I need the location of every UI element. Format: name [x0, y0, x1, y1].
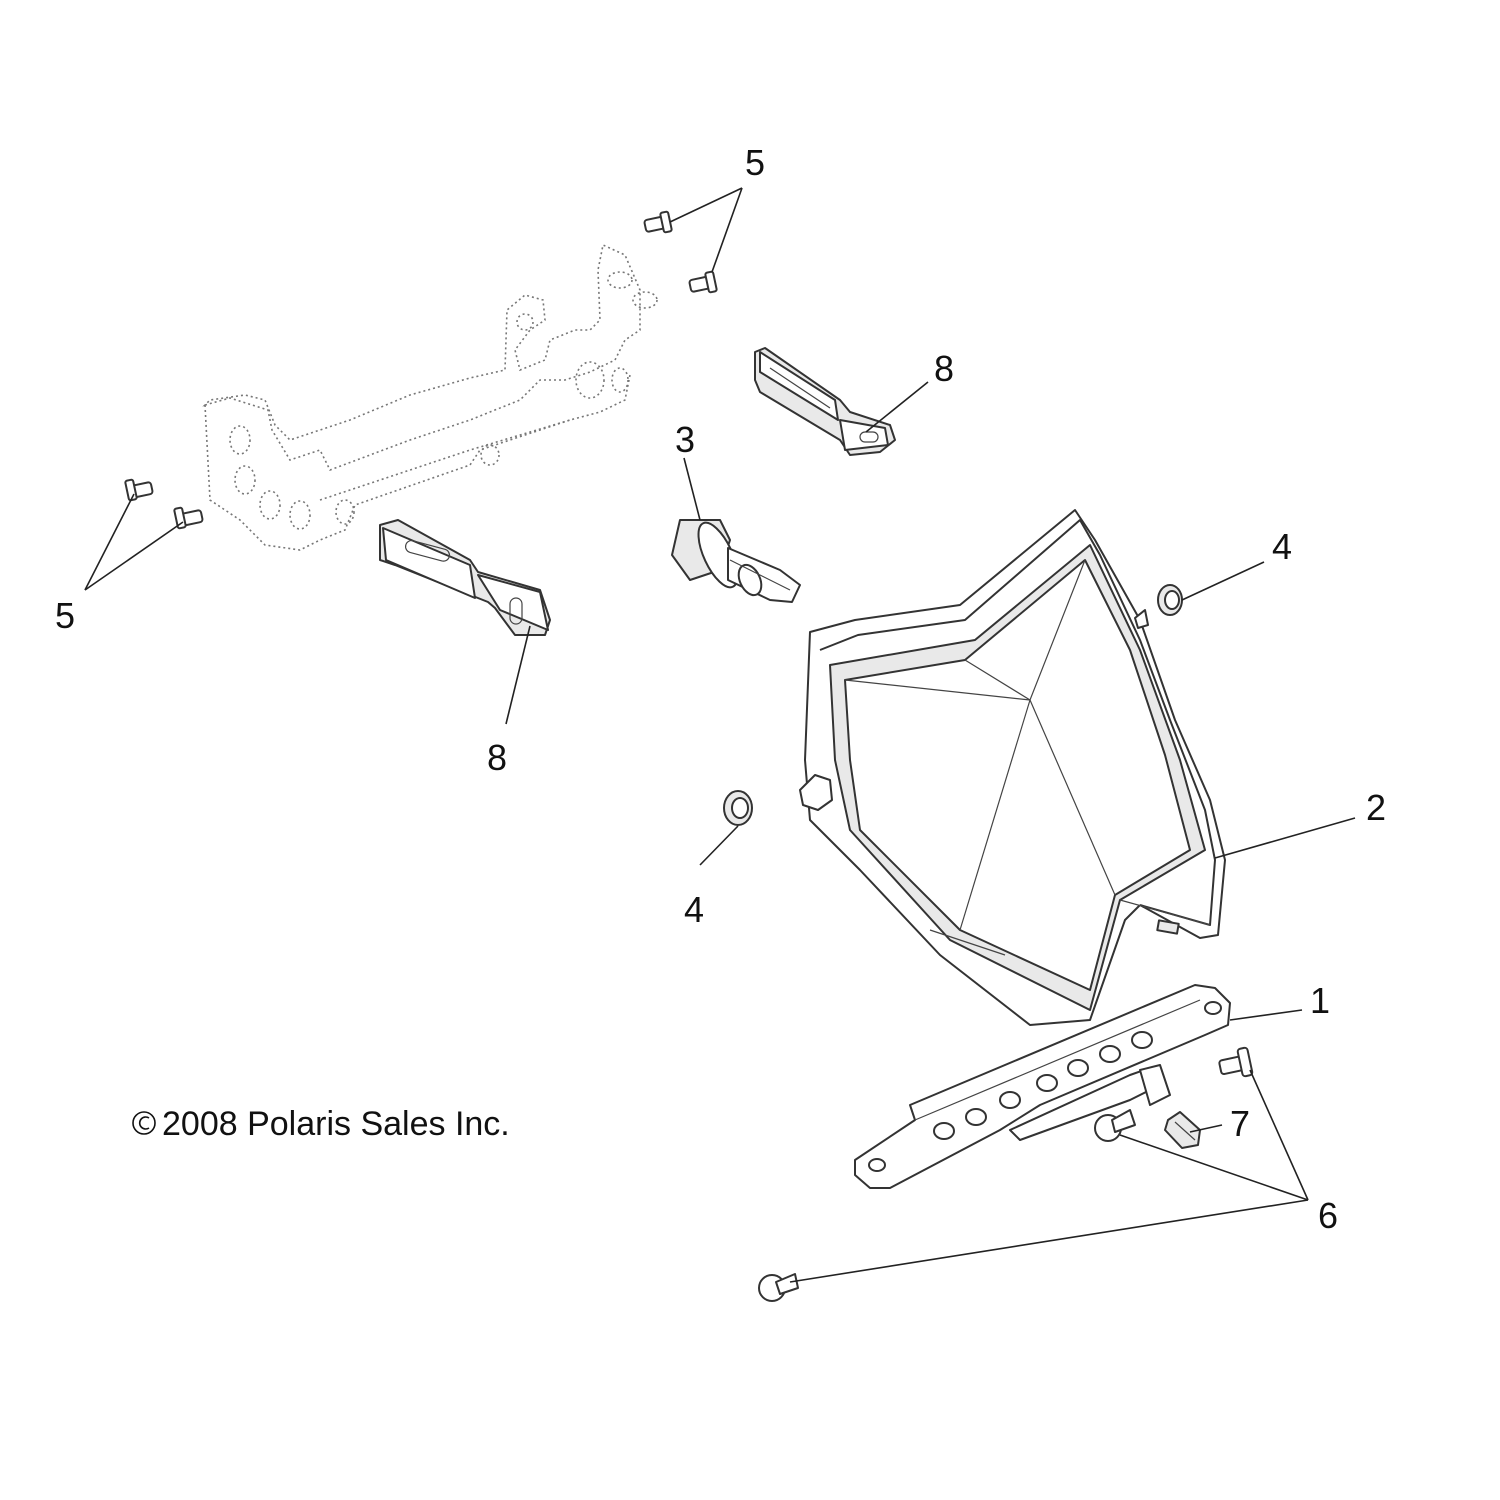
callout-4-left: 4 — [684, 889, 704, 930]
mounting-bracket-8-lower — [379, 519, 551, 636]
headlight-assembly-2 — [799, 509, 1226, 1026]
callout-5-left: 5 — [55, 595, 75, 636]
mounting-bracket-8-upper — [754, 347, 896, 456]
callout-1: 1 — [1310, 980, 1330, 1021]
callout-4-right: 4 — [1272, 526, 1292, 567]
callout-7: 7 — [1230, 1103, 1250, 1144]
frame-bracket-reference — [202, 243, 658, 551]
grommet-4-right — [1157, 584, 1183, 616]
fastener-6-right — [1218, 1046, 1254, 1078]
screw-5-top-1 — [643, 210, 673, 234]
callout-8-upper: 8 — [934, 348, 954, 389]
callout-8-lower: 8 — [487, 737, 507, 778]
screw-5-left-1 — [124, 478, 154, 502]
copyright-notice: 2008 Polaris Sales Inc. — [132, 1105, 510, 1143]
fastener-6-middle — [1094, 1109, 1136, 1142]
screw-5-top-2 — [688, 270, 718, 294]
fastener-6-bottom — [758, 1273, 799, 1302]
grommet-4-left — [723, 790, 753, 826]
screw-5-left-2 — [173, 506, 204, 530]
leader-lines — [84, 187, 1356, 1283]
callout-5-top: 5 — [745, 142, 765, 183]
callout-6: 6 — [1318, 1195, 1338, 1236]
copyright-text: 2008 Polaris Sales Inc. — [162, 1105, 510, 1143]
copyright-symbol-icon — [132, 1111, 156, 1135]
clip-nut-7 — [1164, 1111, 1201, 1149]
callout-2: 2 — [1366, 787, 1386, 828]
callout-3: 3 — [675, 419, 695, 460]
lower-bracket-1 — [854, 984, 1231, 1189]
headlight-bulb-3 — [671, 519, 801, 603]
